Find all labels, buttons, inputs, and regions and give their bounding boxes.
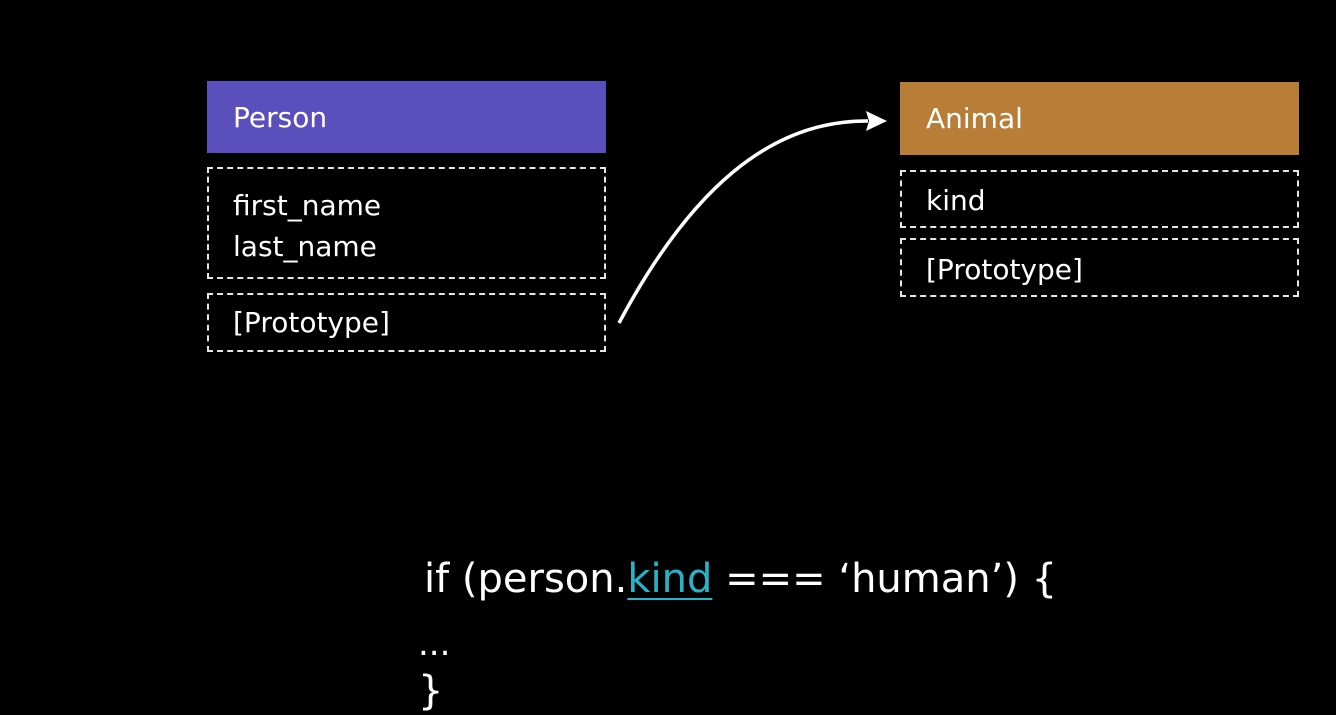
code-after: === ‘human’) { [712,556,1058,602]
animal-prototype-section: [Prototype] [900,238,1299,297]
person-prototype-label: [Prototype] [233,306,390,339]
code-line-close: } [418,668,444,714]
animal-field-kind: kind [926,184,986,217]
code-line-ellipsis: ... [418,624,451,664]
code-kind-highlight: kind [627,556,713,602]
person-field-last-name: last_name [233,230,377,263]
animal-prototype-label: [Prototype] [926,253,1083,286]
person-prototype-section: [Prototype] [207,293,606,352]
person-header: Person [207,81,606,153]
code-line-if: if (person.kind === ‘human’) { [424,556,1057,602]
animal-fields-section: kind [900,170,1299,228]
code-before: if (person. [424,556,628,602]
person-title: Person [233,100,328,134]
arrow-curve [617,119,869,324]
animal-header: Animal [900,82,1299,155]
animal-title: Animal [926,102,1023,135]
arrow-head [866,111,887,131]
person-fields-section: first_name last_name [207,167,606,279]
person-field-first-name: first_name [233,189,382,222]
